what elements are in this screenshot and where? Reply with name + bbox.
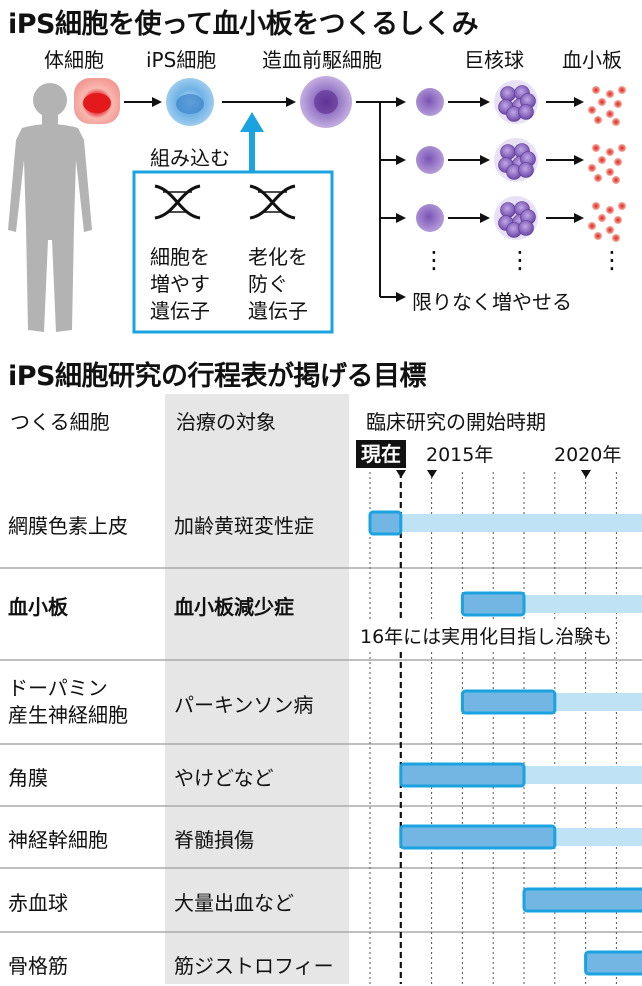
start-period-bar: [584, 950, 642, 976]
gene-anti-aging-text: 老化を防ぐ遺伝子: [248, 245, 308, 323]
platelet-icon: [588, 144, 626, 184]
platelet-note: 16年には実用化目指し治験も: [358, 622, 615, 649]
timeline-track: [400, 766, 642, 784]
integrate-arrow: [240, 112, 264, 172]
year-marker-icon: [396, 470, 406, 478]
gene-proliferate-text: 細胞を増やす遺伝子: [150, 245, 210, 323]
label-body-cell: 体細胞: [44, 48, 104, 72]
megakaryocyte-icon: [494, 138, 538, 182]
row-cell-name: ドーパミン産生神経細胞: [8, 676, 128, 727]
year-marker-icon: [581, 470, 591, 478]
human-silhouette-icon: [8, 83, 92, 332]
continuation-dots: ⋮: [422, 246, 446, 274]
row-target-name: 血小板減少症: [174, 595, 294, 619]
start-period-bar: [460, 591, 526, 617]
label-megakaryocyte: 巨核球: [464, 48, 524, 72]
row-cell-name: 角膜: [8, 766, 48, 790]
header-start: 臨床研究の開始時期: [366, 410, 546, 434]
row-cell-name: 赤血球: [8, 891, 68, 915]
year-2015-label: 2015年: [426, 444, 494, 466]
progenitor-small-icon: [416, 88, 444, 116]
start-period-bar: [460, 689, 557, 715]
table-title: iPS細胞研究の行程表が掲げる目標: [8, 361, 427, 392]
platelet-icon: [588, 86, 626, 126]
row-target-name: 大量出血など: [174, 891, 294, 915]
year-2020-label: 2020年: [554, 444, 622, 466]
continuation-dots: ⋮: [508, 246, 532, 274]
start-period-bar: [399, 824, 557, 850]
body-cell-icon: [74, 78, 120, 124]
platelet-icon: [588, 202, 626, 242]
diagram-title: iPS細胞を使って血小板をつくるしくみ: [8, 9, 479, 40]
timeline-track: [370, 514, 642, 532]
row-cell-name: 血小板: [8, 595, 68, 619]
row-cell-name: 骨格筋: [8, 954, 68, 978]
now-badge: 現在: [356, 440, 406, 468]
now-label: 現在: [361, 442, 401, 466]
label-platelet: 血小板: [562, 48, 622, 72]
branch-lines: [356, 97, 406, 302]
header-target: 治療の対象: [176, 410, 276, 434]
megakaryocyte-icon: [494, 196, 538, 240]
header-cell: つくる細胞: [10, 410, 110, 434]
timeline-track: [462, 595, 642, 613]
label-progenitor: 造血前駆細胞: [262, 48, 382, 72]
dna-icon: [154, 184, 201, 220]
start-period-bar: [522, 887, 642, 913]
row-cell-name: 網膜色素上皮: [8, 514, 128, 538]
progenitor-cell-icon: [300, 76, 352, 128]
row-target-name: やけどなど: [174, 766, 274, 790]
timeline-track: [462, 693, 642, 711]
target-column-bg: [165, 394, 349, 984]
row-target-name: 脊髄損傷: [174, 828, 254, 852]
continuation-dots: ⋮: [600, 246, 624, 274]
timeline-track: [400, 828, 642, 846]
row-target-name: パーキンソン病: [174, 693, 314, 717]
progenitor-small-icon: [416, 204, 444, 232]
label-unlimited: 限りなく増やせる: [412, 290, 572, 314]
progenitor-small-icon: [416, 146, 444, 174]
label-ips-cell: iPS細胞: [146, 48, 217, 72]
label-integrate: 組み込む: [150, 146, 230, 170]
row-cell-name: 神経幹細胞: [8, 828, 108, 852]
timeline-track: [524, 891, 642, 909]
ips-cell-icon: [166, 78, 214, 126]
start-period-bar: [368, 510, 403, 536]
row-target-name: 加齢黄斑変性症: [174, 514, 314, 538]
megakaryocyte-icon: [494, 80, 538, 124]
flow-diagram: [8, 76, 626, 334]
gene-box: [132, 170, 334, 334]
year-marker-icon: [427, 470, 437, 478]
dna-icon: [249, 184, 296, 220]
timeline-track: [585, 954, 642, 972]
row-target-name: 筋ジストロフィー: [174, 954, 334, 978]
start-period-bar: [399, 762, 526, 788]
